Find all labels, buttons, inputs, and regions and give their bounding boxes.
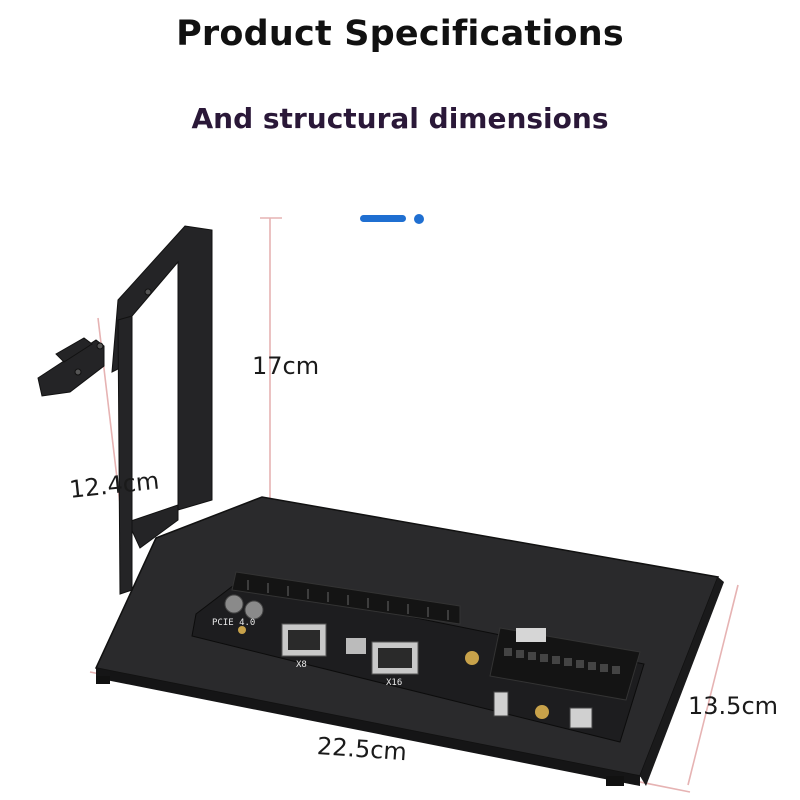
- riser-pcb: [191, 571, 645, 743]
- dimension-height-label: 17cm: [252, 352, 320, 380]
- page-title: Product Specifications: [176, 14, 624, 54]
- accent-divider: [360, 212, 428, 226]
- pcb-port-x8-label: X8: [296, 660, 307, 670]
- gpu-bracket: [37, 225, 213, 595]
- pcb-slot-label: PCIE 4.0: [212, 618, 256, 628]
- dimension-width-label: 13.5cm: [688, 692, 779, 720]
- accent-dot: [414, 214, 424, 224]
- pcb-port-x16-label: X16: [386, 678, 403, 688]
- page-subtitle: And structural dimensions: [191, 102, 609, 135]
- accent-bar: [360, 215, 406, 222]
